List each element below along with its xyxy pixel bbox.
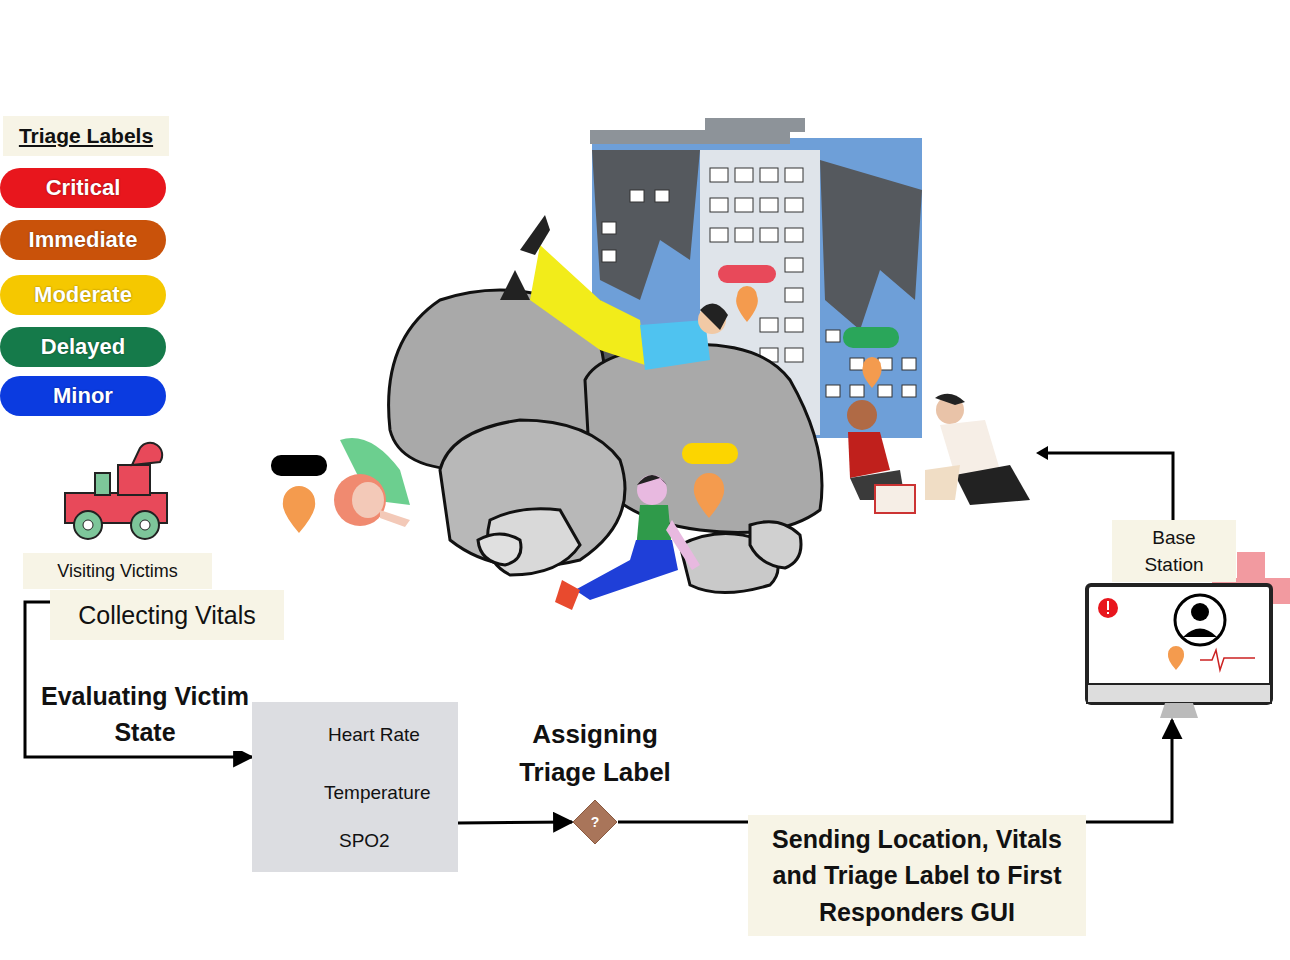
triage-pill: Immediate <box>0 220 166 260</box>
decision-heading: Assigning Triage Label <box>500 715 690 791</box>
triage-pill: Minor <box>0 376 166 416</box>
decision-mark: ? <box>572 812 618 832</box>
edge-label-text: Sending Location, Vitals and Triage Labe… <box>756 821 1078 930</box>
step-box: Collecting Vitals <box>50 590 284 640</box>
diamond-fill <box>573 800 617 844</box>
base-station: Base Station <box>1087 520 1271 720</box>
monitor <box>1087 585 1271 718</box>
vital-name: Heart Rate <box>328 724 420 746</box>
vital-name: SPO2 <box>339 830 390 852</box>
pill-text: Minor <box>53 383 113 409</box>
step-text: Visiting Victims <box>57 561 177 582</box>
pill-text: Delayed <box>41 334 125 360</box>
step-box: Visiting Victims <box>23 553 212 589</box>
victim-on-rock <box>500 215 728 370</box>
dispatch-arrow <box>1046 453 1173 520</box>
vital-name: Temperature <box>324 782 431 804</box>
pill-text: Moderate <box>34 282 132 308</box>
edge-label-text: Evaluating Victim State <box>40 678 250 751</box>
victim-lying <box>334 438 410 527</box>
pill-text: Critical <box>46 175 121 201</box>
triage-pill: Moderate <box>0 275 166 315</box>
pill-text: Immediate <box>29 227 138 253</box>
dispatch-arrowhead <box>1036 446 1048 460</box>
flow-arrow <box>618 720 1172 822</box>
decision-diamond: Assigning Triage Label? <box>500 715 690 847</box>
flow-arrow <box>458 822 572 823</box>
diamond-shape: ? <box>572 799 618 845</box>
edge-label: Evaluating Victim State <box>40 678 250 751</box>
triage-pill: Delayed <box>0 327 166 367</box>
legend-heading: Triage Labels <box>3 116 169 156</box>
vitals-panel: Heart RateTemperatureSPO2 <box>252 702 458 872</box>
step-text: Collecting Vitals <box>78 601 255 630</box>
edge-label: Sending Location, Vitals and Triage Labe… <box>748 815 1086 936</box>
base-text: Base Station <box>1124 524 1224 578</box>
heading-text: Triage Labels <box>19 124 153 148</box>
triage-tags <box>271 265 899 533</box>
base-label: Base Station <box>1112 520 1236 582</box>
first-responders <box>847 394 1030 513</box>
triage-pill: Critical <box>0 168 166 208</box>
robot <box>65 443 167 539</box>
victim-sitting <box>555 475 700 610</box>
